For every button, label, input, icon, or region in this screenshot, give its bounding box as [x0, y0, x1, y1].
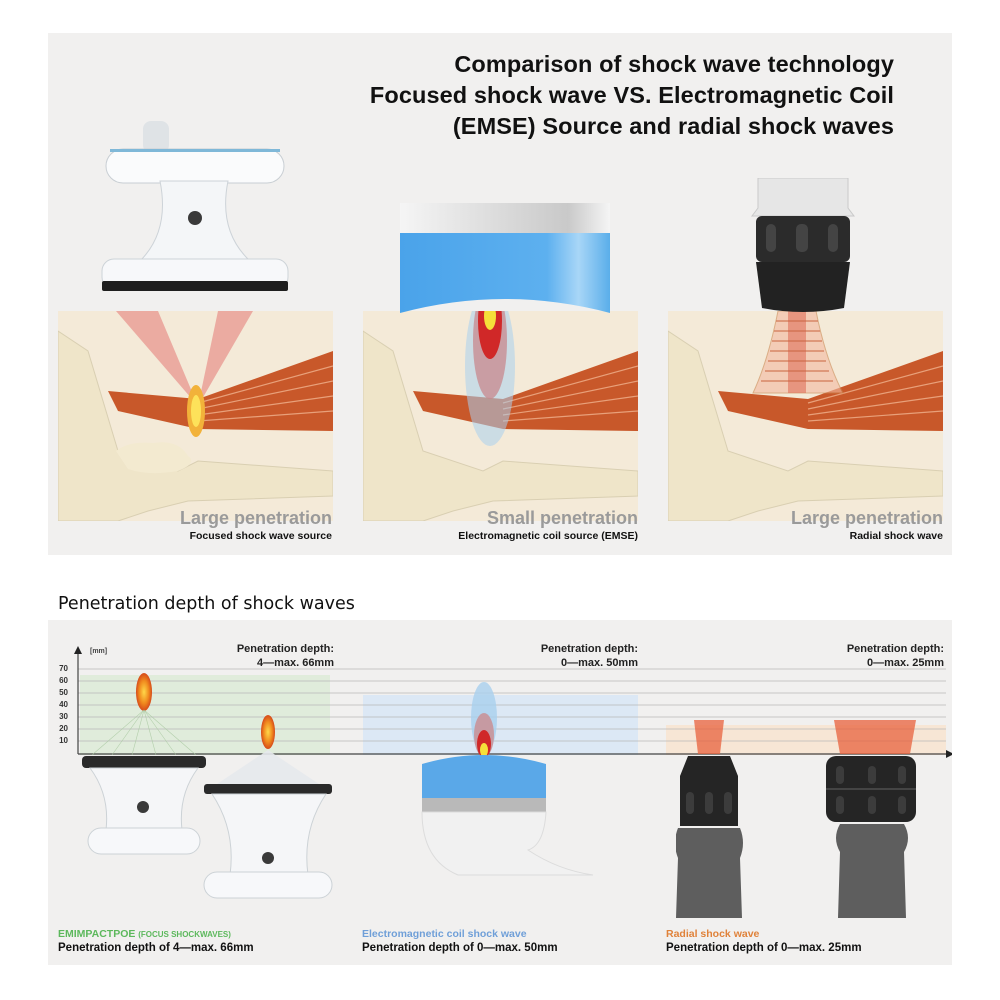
axis-unit-label: [mm]	[90, 648, 108, 655]
comparison-panel: Comparison of shock wave technology Focu…	[48, 33, 952, 555]
chart-gridlines	[74, 646, 952, 758]
depth-heading-radial: Penetration depth: 0—max. 25mm	[846, 643, 944, 669]
scene-radial	[668, 311, 943, 521]
scene-focused	[58, 311, 333, 521]
source-label-emse: Electromagnetic coil source (EMSE)	[458, 530, 638, 542]
focused-applicator-icon	[101, 121, 289, 291]
tick-70: 70	[59, 664, 68, 673]
caption-text-focused: Penetration depth of 4—max. 66mm	[58, 942, 254, 954]
emse-coil-icon	[400, 203, 610, 313]
elbow-anatomy-icon	[668, 311, 943, 521]
focused-applicators-icon	[82, 673, 333, 899]
caption-text-emse: Penetration depth of 0—max. 50mm	[362, 942, 558, 954]
tick-60: 60	[59, 676, 68, 685]
elbow-anatomy-icon	[58, 311, 333, 521]
radial-applicators-icon	[676, 720, 916, 918]
source-label-radial: Radial shock wave	[849, 530, 943, 542]
tick-40: 40	[59, 700, 68, 709]
caption-text-radial: Penetration depth of 0—max. 25mm	[666, 942, 862, 954]
tick-50: 50	[59, 688, 68, 697]
emse-applicator-icon	[421, 682, 594, 876]
elbow-anatomy-icon	[363, 311, 638, 521]
caption-title-radial: Radial shock wave	[666, 928, 760, 940]
penetration-label-focused: Large penetration	[179, 508, 332, 528]
title-line-3: (EMSE) Source and radial shock waves	[452, 113, 894, 139]
tick-10: 10	[59, 736, 68, 745]
radial-applicator-icon	[751, 178, 855, 312]
title-line-2: Focused shock wave VS. Electromagnetic C…	[369, 82, 894, 108]
depth-chart-panel: [mm] 70 60 50 40 30 20 10 Penetration de…	[48, 620, 952, 965]
penetration-label-radial: Large penetration	[790, 508, 943, 528]
caption-title-emse: Electromagnetic coil shock wave	[362, 928, 527, 940]
tick-30: 30	[59, 712, 68, 721]
section-title: Penetration depth of shock waves	[58, 594, 355, 614]
tick-20: 20	[59, 724, 68, 733]
source-label-focused: Focused shock wave source	[189, 530, 332, 542]
title-line-1: Comparison of shock wave technology	[454, 51, 894, 77]
caption-title-focused: EMIMPACTPOE (FOCUS SHOCKWAVES)	[58, 928, 231, 940]
scene-emse	[363, 311, 638, 521]
penetration-label-emse: Small penetration	[486, 508, 638, 528]
depth-heading-emse: Penetration depth: 0—max. 50mm	[540, 643, 638, 669]
depth-heading-focused: Penetration depth: 4—max. 66mm	[236, 643, 334, 669]
